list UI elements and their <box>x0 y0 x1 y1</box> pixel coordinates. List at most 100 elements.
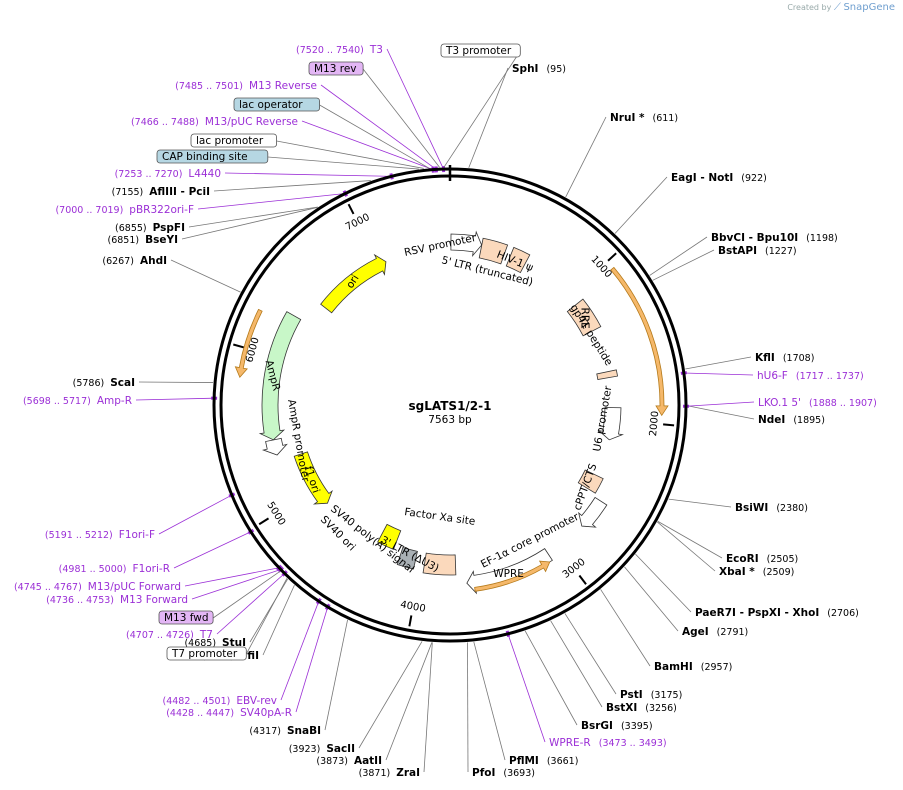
primer-l4440[interactable]: (7253 .. 7270)L4440 <box>115 168 221 180</box>
lead-line <box>443 50 521 168</box>
enzyme-bstxi[interactable]: BstXI(3256) <box>606 702 677 714</box>
lead-line <box>135 397 215 401</box>
enzyme-bamhi[interactable]: BamHI(2957) <box>654 661 732 673</box>
feature-label-rre: RRE <box>578 308 590 329</box>
boxed-label-t7-promoter[interactable]: T7 promoter <box>171 648 238 660</box>
lead-line <box>173 531 252 569</box>
enzyme-zrai[interactable]: (3871)ZraI <box>359 767 420 779</box>
lead-line <box>212 571 281 619</box>
enzyme-aatii[interactable]: (3873)AatII <box>316 755 382 767</box>
enzyme-sacii[interactable]: (3923)SacII <box>289 743 355 755</box>
boxed-label-cap-binding-site[interactable]: CAP binding site <box>162 151 248 163</box>
enzyme-ndei[interactable]: NdeI(1895) <box>758 414 825 426</box>
boxed-label-lac-promoter[interactable]: lac promoter <box>196 135 264 147</box>
enzyme-stui[interactable]: (4685)StuI <box>184 637 246 649</box>
lead-line <box>267 156 419 170</box>
enzyme-bstapi[interactable]: BstAPI(1227) <box>718 245 797 257</box>
enzyme-eagi-noti[interactable]: EagI - NotI(922) <box>671 172 767 184</box>
boxed-label-t3-promoter[interactable]: T3 promoter <box>445 45 512 57</box>
primer-hu6-f[interactable]: hU6-F(1717 .. 1737) <box>757 370 864 382</box>
enzyme-kfli[interactable]: KflI(1708) <box>755 352 814 364</box>
enzyme-afliii-pcii[interactable]: (7155)AflIII - PciI <box>112 186 210 198</box>
enzyme-ecori[interactable]: EcoRI(2505) <box>726 553 798 565</box>
enzyme-pspfi[interactable]: (6855)PspFI <box>115 222 185 234</box>
enzyme-nrui-[interactable]: NruI *(611) <box>610 112 678 124</box>
feature-label-ampr-promoter: AmpR promoter <box>285 398 311 483</box>
lead-line <box>624 566 679 632</box>
boxed-label-bg <box>158 610 214 625</box>
lead-line <box>614 176 668 234</box>
feature-3-ltr-u3-[interactable] <box>422 552 457 576</box>
primer-ebv-rev[interactable]: (4482 .. 4501)EBV-rev <box>163 695 278 707</box>
primer-wpre-r[interactable]: WPRE-R(3473 .. 3493) <box>549 737 667 749</box>
lead-line <box>467 642 469 773</box>
primer-m13-reverse[interactable]: (7485 .. 7501)M13 Reverse <box>175 80 317 92</box>
lead-line <box>319 104 429 169</box>
tick-mark <box>578 574 587 585</box>
feature-cppt-cts[interactable] <box>577 469 604 494</box>
feature-sv40-poly-a-signal[interactable] <box>396 546 418 570</box>
feature-rsv-promoter[interactable] <box>450 230 483 258</box>
enzyme-ahdi[interactable]: (6267)AhdI <box>102 255 167 267</box>
feature-rre[interactable] <box>566 298 602 337</box>
enzyme-scai[interactable]: (5786)ScaI <box>73 377 135 389</box>
boxed-label-bg <box>440 43 521 58</box>
tick-label: 7000 <box>344 212 372 233</box>
plasmid-name: sgLATS1/2-1 <box>409 399 492 413</box>
primer-m13-puc-forward[interactable]: (4745 .. 4767)M13/pUC Forward <box>14 581 181 593</box>
enzyme-pfoi[interactable]: PfoI(3693) <box>472 767 535 779</box>
enzyme-bbvci-bpu10i[interactable]: BbvCI - Bpu10I(1198) <box>711 232 838 244</box>
lead-line <box>423 642 433 773</box>
lead-line <box>385 642 433 761</box>
lead-line <box>668 498 732 508</box>
lead-line <box>170 259 241 293</box>
enzyme-paer7i-pspxi-xhoi[interactable]: PaeR7I - PspXI - XhoI(2706) <box>695 607 859 619</box>
feature-ori[interactable] <box>320 253 387 314</box>
enzyme-pflmi[interactable]: PflMI(3661) <box>509 755 578 767</box>
lead-line <box>468 67 509 168</box>
feature-sv40-ori[interactable] <box>377 523 402 550</box>
enzyme-bsrgi[interactable]: BsrGI(3395) <box>581 720 653 732</box>
primer-lko-1-5-[interactable]: LKO.1 5'(1888 .. 1907) <box>758 397 877 409</box>
enzyme-psti[interactable]: PstI(3175) <box>620 689 682 701</box>
primer-f1ori-r[interactable]: (4981 .. 5000)F1ori-R <box>59 563 170 575</box>
tick-label: 2000 <box>648 410 661 436</box>
feature-f1-ori[interactable] <box>293 451 333 505</box>
primer-t3[interactable]: (7520 .. 7540)T3 <box>296 44 383 56</box>
enzyme-bsiwi[interactable]: BsiWI(2380) <box>735 502 808 514</box>
feature-hiv-1-[interactable] <box>505 246 531 274</box>
tick-mark <box>347 203 355 215</box>
boxed-label-m13-fwd[interactable]: M13 fwd <box>164 612 209 624</box>
enzyme-bseyi[interactable]: (6851)BseYI <box>108 234 178 246</box>
feature-ef-1-core-promoter[interactable] <box>578 496 608 528</box>
boxed-label-bg <box>166 646 247 661</box>
enzyme-sphi[interactable]: SphI(95) <box>512 63 566 75</box>
lead-line <box>245 578 288 655</box>
feature-ampr-promoter[interactable] <box>261 437 288 456</box>
lead-line <box>191 569 281 600</box>
feature-5-ltr-truncated-[interactable] <box>478 237 509 265</box>
primer-t7[interactable]: (4707 .. 4726)T7 <box>126 629 213 641</box>
brand-created-by: Created by <box>787 3 832 12</box>
feature-ampr[interactable] <box>258 311 302 441</box>
lead-line <box>362 68 440 168</box>
primer-sv40pa-r[interactable]: (4428 .. 4447)SV40pA-R <box>166 707 292 719</box>
lead-line <box>276 140 424 169</box>
primer-f1ori-f[interactable]: (5191 .. 5212)F1ori-F <box>45 529 155 541</box>
primer-m13-puc-reverse[interactable]: (7466 .. 7488)M13/pUC Reverse <box>131 116 298 128</box>
lead-line <box>295 606 329 713</box>
lead-line <box>685 356 752 370</box>
lead-line <box>262 584 295 656</box>
enzyme-snabi[interactable]: (4317)SnaBI <box>249 725 321 737</box>
tick-mark <box>607 252 617 262</box>
primer-m13-forward[interactable]: (4736 .. 4753)M13 Forward <box>46 594 188 606</box>
primer-pbr322ori-f[interactable]: (7000 .. 7019)pBR322ori-F <box>55 204 194 216</box>
lead-line <box>550 620 603 708</box>
enzyme-xbai-[interactable]: XbaI *(2509) <box>719 566 794 578</box>
enzyme-agei[interactable]: AgeI(2791) <box>682 626 748 638</box>
feature-gp41-peptide[interactable] <box>596 369 618 380</box>
feature-u6-promoter[interactable] <box>597 407 624 441</box>
boxed-label-m13-rev[interactable]: M13 rev <box>314 63 357 75</box>
boxed-label-lac-operator[interactable]: lac operator <box>239 99 303 111</box>
primer-amp-r[interactable]: (5698 .. 5717)Amp-R <box>23 395 132 407</box>
